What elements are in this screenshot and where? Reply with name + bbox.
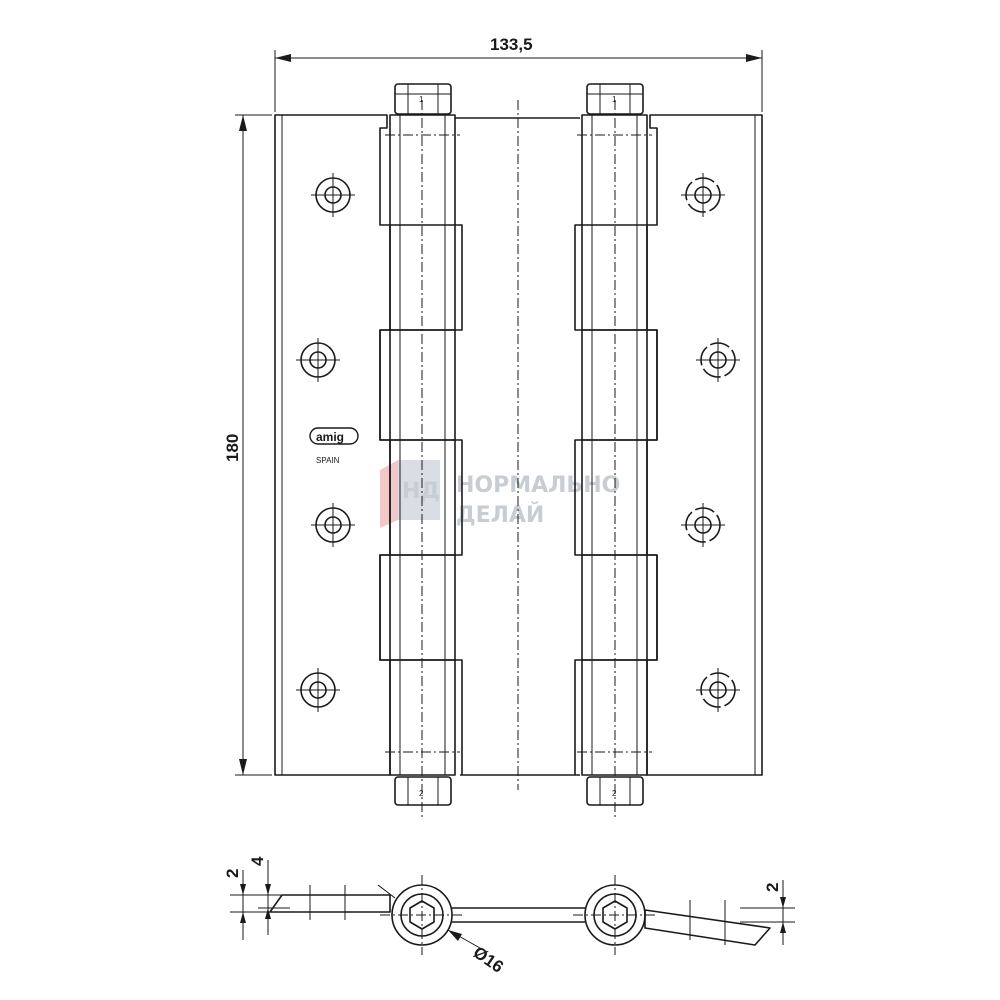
diameter-label: Ø16 — [470, 943, 507, 977]
right-thickness-label: 2 — [763, 883, 782, 892]
pin-mark-bottom-right: 2 — [612, 789, 617, 798]
left-thickness-label: 2 — [223, 869, 242, 878]
right-thickness-dimension — [740, 880, 795, 945]
watermark-monogram: НД — [402, 479, 440, 504]
watermark-line1: НОРМАЛЬНО — [456, 473, 620, 498]
screw-hole — [311, 173, 355, 217]
width-dimension — [274, 50, 763, 112]
left-thickness-dimension — [230, 860, 290, 940]
screw-hole — [681, 503, 725, 547]
screw-hole — [681, 173, 725, 217]
offset-label: 4 — [248, 856, 267, 866]
watermark-line2: ДЕЛАЙ — [456, 502, 544, 528]
screw-hole — [311, 503, 355, 547]
height-dimension-label: 180 — [223, 434, 242, 462]
pin-mark-top-left: 1 — [419, 95, 424, 104]
right-barrel — [574, 83, 658, 820]
left-barrel — [379, 83, 463, 820]
logo-country: SPAIN — [316, 456, 340, 465]
logo-brand: amig — [316, 430, 344, 444]
right-leaf — [646, 114, 763, 776]
screw-hole — [296, 338, 340, 382]
pin-mark-top-right: 1 — [612, 95, 617, 104]
center-plate — [455, 100, 580, 790]
section-view — [269, 875, 771, 955]
diameter-leader — [377, 884, 481, 949]
screw-hole — [696, 338, 740, 382]
screw-hole — [296, 668, 340, 712]
pin-mark-bottom-left: 2 — [419, 789, 424, 798]
brand-logo: amig SPAIN — [309, 427, 359, 465]
watermark: НД НОРМАЛЬНО ДЕЛАЙ — [380, 460, 620, 528]
width-dimension-label: 133,5 — [490, 35, 533, 54]
height-dimension — [235, 114, 272, 776]
screw-hole — [696, 668, 740, 712]
screw-holes-right — [681, 173, 740, 712]
screw-holes-left — [296, 173, 355, 712]
